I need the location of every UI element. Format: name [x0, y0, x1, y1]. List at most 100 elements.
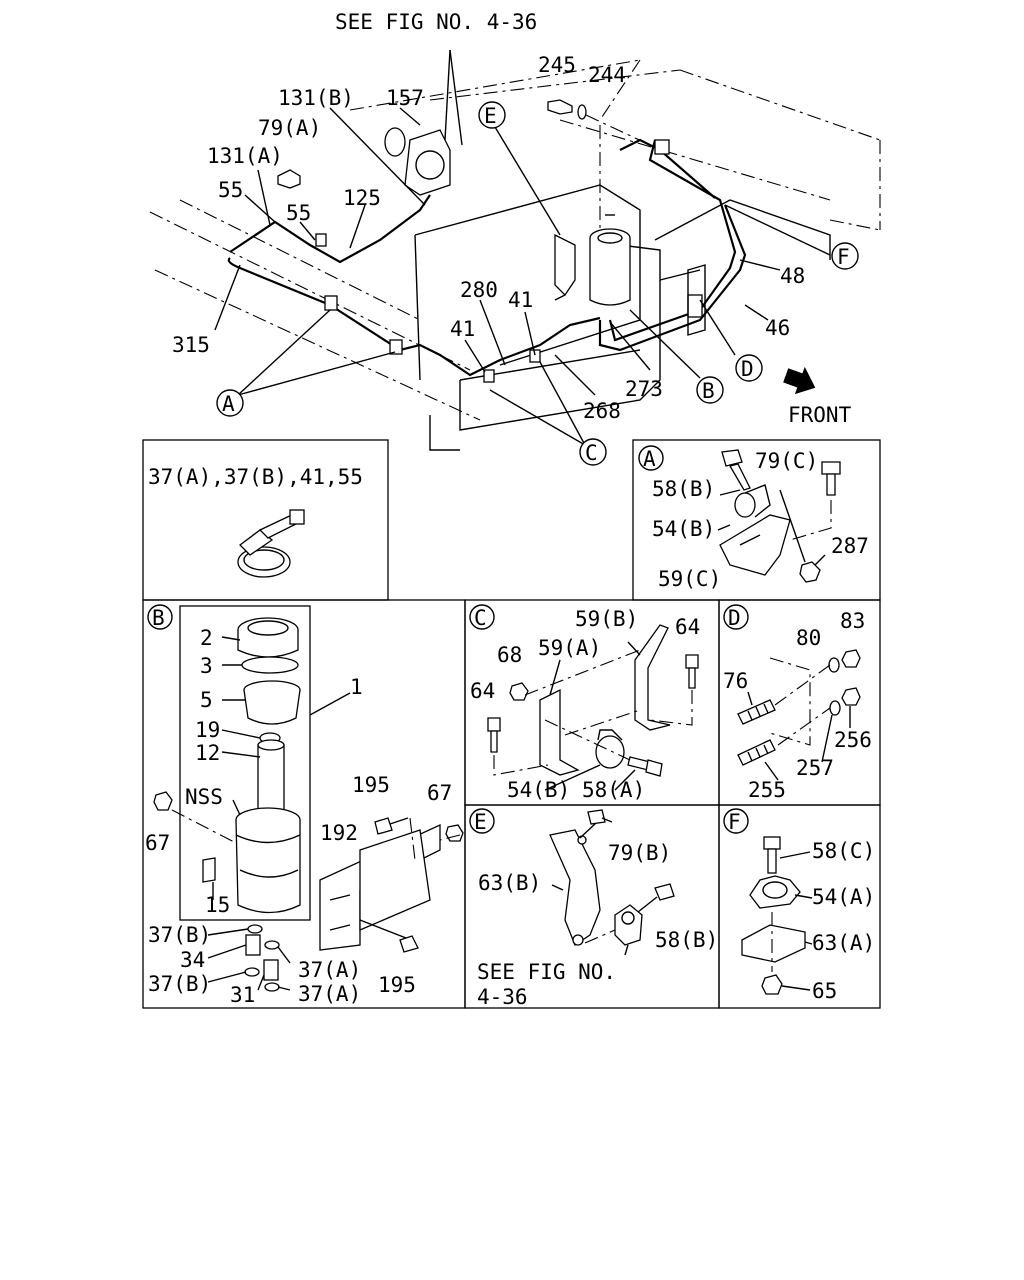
svg-text:F: F — [837, 245, 850, 269]
svg-text:D: D — [741, 357, 754, 381]
circle-marker-d: D — [735, 354, 763, 382]
washer-80 — [828, 657, 840, 673]
panel-e-label-63b: 63(B) — [478, 871, 541, 895]
bracket-59c — [719, 514, 791, 576]
panel-c-label-59a: 59(A) — [538, 636, 601, 660]
svg-text:B: B — [702, 379, 715, 403]
panel-c-letter: C — [474, 606, 487, 630]
fitting-255 — [737, 739, 776, 766]
top-reference-text: SEE FIG NO. 4-36 — [335, 10, 537, 34]
panel-a-label-58b: 58(B) — [652, 477, 715, 501]
callout-125: 125 — [343, 186, 381, 210]
panel-f-letter: F — [728, 810, 741, 834]
circle-marker-a: A — [216, 389, 244, 417]
panel-clamp-title: 37(A),37(B),41,55 — [148, 465, 363, 489]
panel-b-label-34: 34 — [180, 948, 205, 972]
panel-a: A 58(B) 79(C) 54(B) 287 59(C) — [632, 439, 881, 601]
panel-c-label-64-right: 64 — [675, 615, 700, 639]
panel-c: C 59(B) 64 68 59(A) 64 54(B) — [464, 599, 720, 806]
panel-c-label-54b: 54(B) — [507, 778, 570, 802]
callout-41-left: 41 — [450, 317, 475, 341]
circle-marker-f: F — [831, 242, 859, 270]
panel-e-label-79b: 79(B) — [608, 841, 671, 865]
panel-e-reference-line2: 4-36 — [477, 985, 528, 1009]
callout-48: 48 — [780, 264, 805, 288]
panel-b-label-19: 19 — [195, 718, 220, 742]
panel-d-label-255: 255 — [748, 778, 786, 802]
clip-54b-c — [595, 735, 625, 769]
circle-marker-e: E — [478, 101, 506, 129]
callout-55-right: 55 — [286, 201, 311, 225]
svg-text:A: A — [222, 392, 235, 416]
panel-e: E 79(B) 63(B) 58(B) SEE FIG NO. 4-36 — [464, 804, 720, 1009]
callout-268: 268 — [583, 399, 621, 423]
nut-256 — [841, 687, 861, 706]
fitting-d — [687, 294, 703, 318]
hose-31 — [263, 959, 279, 981]
washer-244 — [577, 104, 587, 120]
panel-d-letter: D — [728, 606, 741, 630]
panel-d-label-257: 257 — [796, 756, 834, 780]
panel-e-letter: E — [474, 810, 487, 834]
bracket-59b — [634, 624, 671, 731]
panel-b-label-195-bottom: 195 — [378, 973, 416, 997]
panel-b-letter: B — [152, 606, 165, 630]
panel-f: F 58(C) 54(A) 63(A) 65 — [718, 804, 881, 1009]
panel-b-label-67-left: 67 — [145, 831, 170, 855]
panel-clamp: 37(A),37(B),41,55 — [142, 439, 389, 601]
callout-157: 157 — [386, 86, 424, 110]
nut-67-left — [153, 791, 173, 811]
panel-b-label-37b-top: 37(B) — [148, 923, 211, 947]
panel-f-label-63a: 63(A) — [812, 931, 875, 955]
panel-b-label-31: 31 — [230, 983, 255, 1007]
panel-b-label-12: 12 — [195, 741, 220, 765]
clamp-41a — [483, 369, 495, 383]
svg-text:C: C — [585, 441, 598, 465]
panel-b-label-37a-top: 37(A) — [298, 958, 361, 982]
nut-65 — [761, 974, 783, 995]
front-label: FRONT — [788, 403, 852, 427]
bolt-245 — [547, 99, 573, 115]
panel-c-label-68: 68 — [497, 643, 522, 667]
panel-b-label-2: 2 — [200, 626, 213, 650]
callout-280: 280 — [460, 278, 498, 302]
nut-287 — [799, 561, 821, 583]
clamp-55 — [315, 233, 327, 247]
panel-f-label-65: 65 — [812, 979, 837, 1003]
clamp-a1 — [324, 295, 338, 311]
panel-b-label-195-top: 195 — [352, 773, 390, 797]
panel-b-label-5: 5 — [200, 688, 213, 712]
clip-54b — [734, 492, 756, 518]
svg-text:E: E — [484, 104, 497, 128]
nut-67-right — [445, 824, 464, 842]
panel-b-label-67-right: 67 — [427, 781, 452, 805]
front-arrow-icon — [783, 366, 816, 395]
panel-a-label-79c: 79(C) — [755, 449, 818, 473]
callout-273: 273 — [625, 377, 663, 401]
callout-245: 245 — [538, 53, 576, 77]
hose-34 — [245, 934, 261, 956]
panel-b: B — [142, 599, 466, 1009]
bracket-59a — [539, 688, 580, 776]
callout-131b: 131(B) — [278, 86, 354, 110]
panel-d-label-83: 83 — [840, 609, 865, 633]
panel-d-label-256: 256 — [834, 728, 872, 752]
bracket-e-main — [554, 233, 576, 297]
circle-marker-c: C — [579, 438, 607, 466]
panel-b-label-192: 192 — [320, 821, 358, 845]
panel-f-label-58c: 58(C) — [812, 839, 875, 863]
main-assembly-view: SEE FIG NO. 4-36 245 244 131(B) 157 79(A… — [149, 10, 881, 466]
fitting-15 — [202, 857, 216, 883]
reservoir-body-main — [589, 238, 631, 306]
callout-131a: 131(A) — [207, 144, 283, 168]
nut-68 — [509, 682, 529, 701]
clip-58b — [614, 904, 643, 946]
o-ring-157 — [384, 127, 406, 157]
callout-41-right: 41 — [508, 288, 533, 312]
gasket-3 — [241, 656, 299, 674]
fitting-top — [654, 139, 670, 155]
panel-e-reference-line1: SEE FIG NO. — [477, 960, 616, 984]
panel-b-label-1: 1 — [350, 675, 363, 699]
circle-marker-b: B — [696, 376, 724, 404]
